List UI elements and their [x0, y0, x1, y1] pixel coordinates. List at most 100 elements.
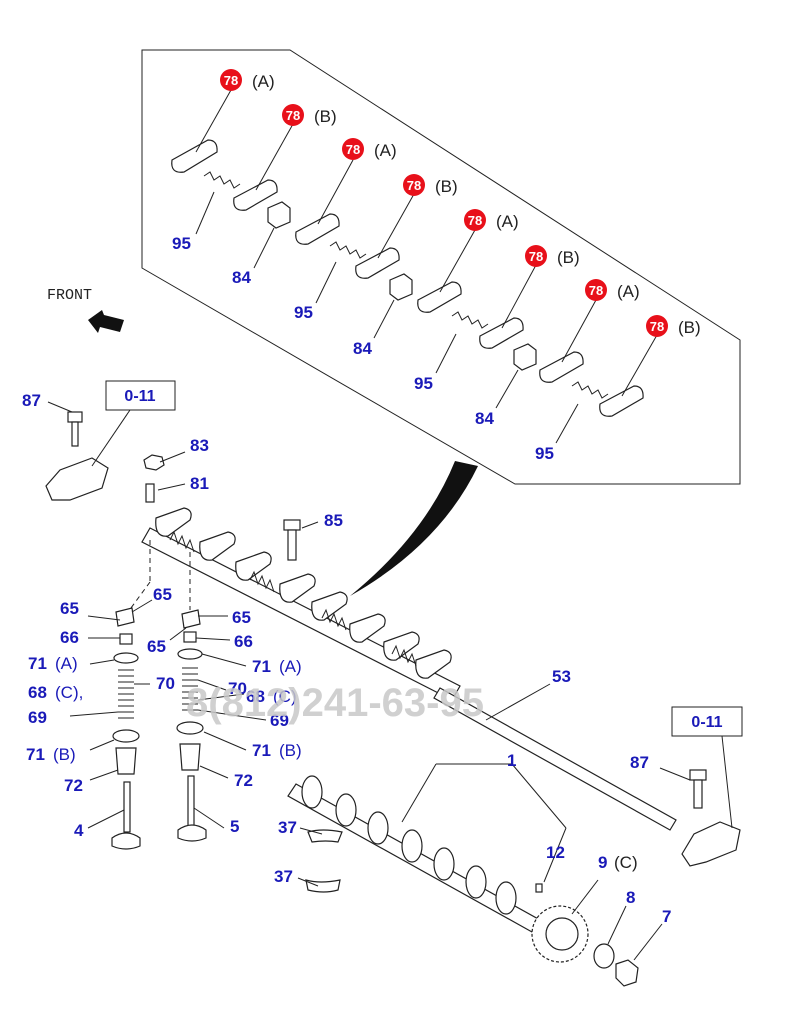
callout-81: 81: [190, 474, 209, 493]
svg-text:(B): (B): [557, 248, 580, 267]
inset-callout-3: 78 (A): [342, 138, 397, 160]
callout-65-a: 65: [153, 585, 172, 604]
svg-text:0-11: 0-11: [124, 388, 155, 405]
svg-text:65: 65: [147, 637, 166, 656]
svg-text:72: 72: [234, 771, 253, 790]
callout-71b-left: 71 (B): [26, 745, 76, 764]
svg-text:87: 87: [22, 391, 41, 410]
callout-37-upper: 37: [278, 818, 297, 837]
callout-66-left: 66: [60, 628, 79, 647]
callout-65-d: 65: [147, 637, 166, 656]
svg-text:53: 53: [552, 667, 571, 686]
svg-text:81: 81: [190, 474, 209, 493]
callout-7: 7: [662, 907, 671, 926]
svg-text:72: 72: [64, 776, 83, 795]
callout-1: 1: [507, 751, 516, 770]
callout-71a-right: 71 (A): [252, 657, 302, 676]
svg-text:78: 78: [286, 108, 300, 123]
inset-label-84-3: 84: [475, 409, 494, 428]
callout-69-right: 69: [270, 711, 289, 730]
svg-text:78: 78: [346, 142, 360, 157]
svg-text:7: 7: [662, 907, 671, 926]
callout-12: 12: [546, 843, 565, 862]
svg-text:68: 68: [28, 683, 47, 702]
svg-text:78: 78: [650, 319, 664, 334]
inset-pointer: [350, 461, 478, 596]
callout-53: 53: [552, 667, 571, 686]
front-arrow-icon: [88, 310, 124, 333]
svg-text:65: 65: [153, 585, 172, 604]
svg-text:71: 71: [28, 654, 47, 673]
inset-label-95-4: 95: [535, 444, 554, 463]
callout-4: 4: [74, 821, 84, 840]
svg-text:69: 69: [270, 711, 289, 730]
svg-text:(B): (B): [53, 745, 76, 764]
svg-text:83: 83: [190, 436, 209, 455]
ref-box-upper[interactable]: 0-11: [105, 380, 176, 411]
inset-label-84-1: 84: [232, 268, 251, 287]
callout-66-right: 66: [234, 632, 253, 651]
callout-68c-right: 68 (C): [246, 687, 297, 706]
svg-text:(B): (B): [678, 318, 701, 337]
svg-text:71: 71: [252, 741, 271, 760]
callout-5: 5: [230, 817, 239, 836]
svg-text:12: 12: [546, 843, 565, 862]
callout-8: 8: [626, 888, 635, 907]
svg-text:5: 5: [230, 817, 239, 836]
front-label: FRONT: [47, 287, 92, 304]
callout-83: 83: [190, 436, 209, 455]
callout-37-lower: 37: [274, 867, 293, 886]
svg-text:(C): (C): [273, 687, 297, 706]
callout-69-left: 69: [28, 708, 47, 727]
inset-label-84-2: 84: [353, 339, 372, 358]
callout-65-b: 65: [60, 599, 79, 618]
inset-callout-5: 78 (A): [464, 209, 519, 231]
callout-70-left: 70: [156, 674, 175, 693]
inset-callout-8: 78 (B): [646, 315, 701, 337]
svg-text:78: 78: [224, 73, 238, 88]
svg-text:70: 70: [228, 679, 247, 698]
svg-text:1: 1: [507, 751, 516, 770]
inset-label-95-3: 95: [414, 374, 433, 393]
svg-text:71: 71: [252, 657, 271, 676]
inset-callout-4: 78 (B): [403, 174, 458, 196]
svg-text:69: 69: [28, 708, 47, 727]
svg-text:68: 68: [246, 687, 265, 706]
svg-text:70: 70: [156, 674, 175, 693]
svg-text:78: 78: [468, 213, 482, 228]
callout-65-c: 65: [232, 608, 251, 627]
svg-text:(B): (B): [314, 107, 337, 126]
svg-text:37: 37: [274, 867, 293, 886]
svg-text:66: 66: [60, 628, 79, 647]
svg-text:(A): (A): [617, 282, 640, 301]
svg-text:(A): (A): [252, 72, 275, 91]
callout-9c: 9 (C): [598, 853, 638, 872]
callout-72-left: 72: [64, 776, 83, 795]
svg-text:(C),: (C),: [55, 683, 83, 702]
svg-text:(A): (A): [55, 654, 78, 673]
callout-87-upper: 87: [22, 391, 41, 410]
ref-box-lower[interactable]: 0-11: [671, 706, 743, 737]
callout-72-right: 72: [234, 771, 253, 790]
rocker-arm-inset-outline: [141, 49, 741, 485]
svg-text:(A): (A): [374, 141, 397, 160]
callout-87-lower: 87: [630, 753, 649, 772]
svg-text:4: 4: [74, 821, 84, 840]
inset-callout-2: 78 (B): [282, 104, 337, 126]
svg-text:71: 71: [26, 745, 45, 764]
main-assembly-drawing: [45, 401, 741, 987]
svg-text:(B): (B): [279, 741, 302, 760]
inset-callout-7: 78 (A): [585, 279, 640, 301]
inset-callout-1: 78 (A): [220, 69, 275, 91]
svg-text:85: 85: [324, 511, 343, 530]
inset-callout-6: 78 (B): [525, 245, 580, 267]
svg-text:65: 65: [232, 608, 251, 627]
svg-text:(A): (A): [496, 212, 519, 231]
svg-text:78: 78: [407, 178, 421, 193]
svg-text:37: 37: [278, 818, 297, 837]
svg-text:78: 78: [529, 249, 543, 264]
svg-text:78: 78: [589, 283, 603, 298]
callout-68c-left: 68 (C),: [28, 683, 83, 702]
svg-text:66: 66: [234, 632, 253, 651]
